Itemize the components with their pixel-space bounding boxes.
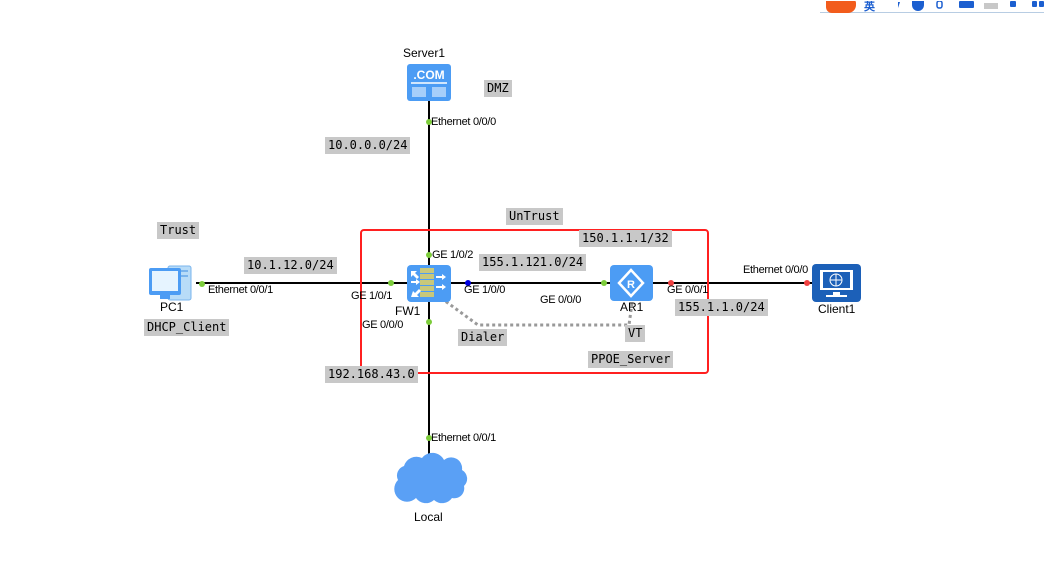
client1-icon[interactable] bbox=[812, 264, 861, 302]
note-net-local[interactable]: 192.168.43.0 bbox=[325, 366, 418, 383]
server1-label: Server1 bbox=[403, 46, 446, 60]
note-dhcp-client[interactable]: DHCP_Client bbox=[144, 319, 230, 336]
port-ar1-ge000[interactable] bbox=[601, 280, 607, 286]
local-cloud-icon[interactable] bbox=[394, 452, 468, 504]
port-label-ar1-ge001: GE 0/0/1 bbox=[667, 284, 709, 296]
link-dialer-vt[interactable] bbox=[440, 296, 634, 327]
sogou-ime-icon[interactable] bbox=[826, 0, 856, 13]
port-label-client1-eth: Ethernet 0/0/0 bbox=[743, 264, 808, 276]
note-loopback[interactable]: 150.1.1.1/32 bbox=[579, 230, 672, 247]
note-untrust[interactable]: UnTrust bbox=[506, 208, 563, 225]
port-label-server1-eth: Ethernet 0/0/0 bbox=[431, 116, 496, 128]
note-dmz[interactable]: DMZ bbox=[484, 80, 512, 97]
port-fw1-ge101[interactable] bbox=[388, 280, 394, 286]
port-label-fw1-ge100: GE 1/0/0 bbox=[464, 284, 506, 296]
svg-text:.COM: .COM bbox=[413, 68, 444, 82]
note-net-untrust[interactable]: 155.1.121.0/24 bbox=[479, 254, 587, 271]
note-net-client[interactable]: 155.1.1.0/24 bbox=[675, 299, 768, 316]
port-label-fw1-ge102: GE 1/0/2 bbox=[432, 249, 474, 261]
ime-toolbar-icons: 英 bbox=[826, 0, 1044, 13]
port-local-eth[interactable] bbox=[426, 435, 432, 441]
port-label-pc1-eth: Ethernet 0/0/1 bbox=[208, 284, 273, 296]
local-label: Local bbox=[414, 510, 443, 524]
keyboard-icon[interactable] bbox=[959, 1, 974, 8]
port-fw1-ge102[interactable] bbox=[426, 252, 432, 258]
pc1-icon[interactable] bbox=[149, 265, 192, 301]
port-ar1-ge001[interactable] bbox=[668, 280, 674, 286]
emoji-icon[interactable] bbox=[912, 1, 924, 11]
note-trust[interactable]: Trust bbox=[157, 222, 200, 239]
server1-icon[interactable]: .COM bbox=[407, 64, 451, 101]
pc1-label: PC1 bbox=[160, 300, 184, 314]
port-label-local-eth: Ethernet 0/0/1 bbox=[431, 432, 496, 444]
note-pppoe-server[interactable]: PPOE_Server bbox=[588, 351, 674, 368]
port-server1-eth[interactable] bbox=[426, 119, 432, 125]
port-client1-eth[interactable] bbox=[804, 280, 810, 286]
lang-cn-icon[interactable]: 英 bbox=[863, 0, 876, 13]
note-vt[interactable]: VT bbox=[625, 325, 646, 342]
note-net-dmz[interactable]: 10.0.0.0/24 bbox=[325, 137, 411, 154]
fw1-icon[interactable] bbox=[407, 265, 451, 302]
port-fw1-ge000[interactable] bbox=[426, 319, 432, 325]
ar1-label: AR1 bbox=[620, 300, 644, 314]
port-label-fw1-ge101: GE 1/0/1 bbox=[351, 290, 393, 302]
port-pc1-eth[interactable] bbox=[199, 281, 205, 287]
port-fw1-ge100[interactable] bbox=[465, 280, 471, 286]
client1-label: Client1 bbox=[818, 302, 856, 316]
svg-text:R: R bbox=[627, 279, 635, 291]
fw1-label: FW1 bbox=[395, 304, 421, 318]
mic-icon[interactable] bbox=[936, 0, 943, 9]
ime-toolbar: 英 bbox=[820, 0, 1044, 13]
toolbox-icon[interactable] bbox=[1010, 1, 1016, 7]
note-dialer[interactable]: Dialer bbox=[458, 329, 508, 346]
punctuation-icon[interactable] bbox=[898, 2, 900, 8]
note-net-trust[interactable]: 10.1.12.0/24 bbox=[244, 257, 337, 274]
more-icon[interactable] bbox=[1032, 1, 1037, 7]
port-label-ar1-ge000: GE 0/0/0 bbox=[540, 294, 582, 306]
ar1-icon[interactable]: R bbox=[610, 265, 653, 301]
skin-icon[interactable] bbox=[984, 3, 998, 9]
port-label-fw1-ge000: GE 0/0/0 bbox=[362, 319, 404, 331]
